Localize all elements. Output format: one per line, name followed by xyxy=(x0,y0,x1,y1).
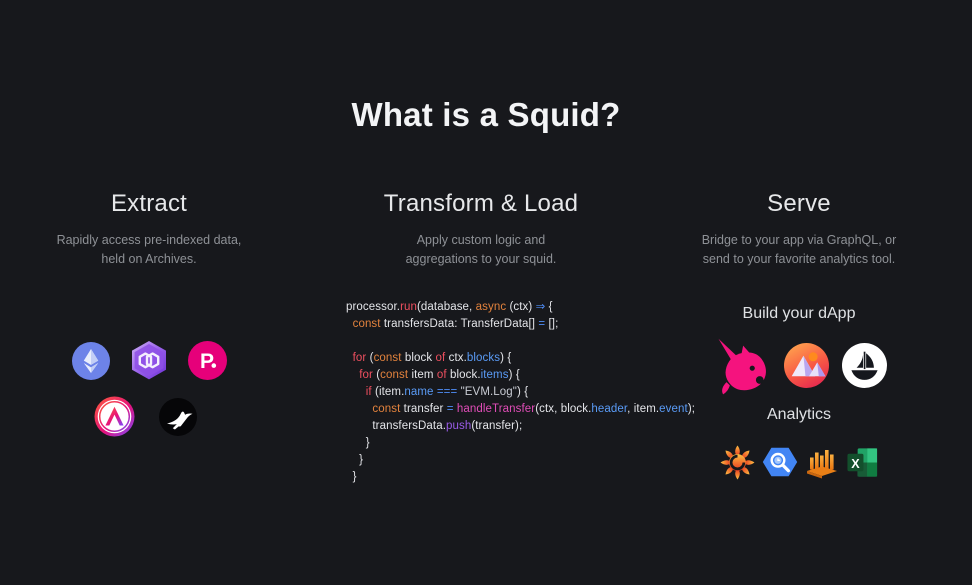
transform-column: Transform & Load Apply custom logic and … xyxy=(316,190,646,269)
polkadot-icon: P xyxy=(187,341,227,380)
serve-heading: Serve xyxy=(767,190,831,217)
serve-description: Bridge to your app via GraphQL, or send … xyxy=(701,233,897,266)
grafana-icon xyxy=(720,445,755,479)
serve-column: Serve Bridge to your app via GraphQL, or… xyxy=(663,190,935,269)
dapp-icons-row xyxy=(663,334,935,396)
bar-chart-platform-icon xyxy=(807,450,837,479)
transform-description: Apply custom logic and aggregations to y… xyxy=(405,233,557,266)
swallow-bird-icon xyxy=(158,397,197,436)
analytics-icons-row: X xyxy=(663,442,935,482)
analytics-section-label: Analytics xyxy=(766,406,832,423)
bigquery-icon xyxy=(762,447,798,477)
network-icons-row-1: P xyxy=(24,340,274,381)
extract-column: Extract Rapidly access pre-indexed data,… xyxy=(24,190,274,269)
network-icons-row-2 xyxy=(20,396,270,437)
polygon-icon xyxy=(131,341,166,380)
dapp-section-label: Build your dApp xyxy=(742,305,856,322)
pyramids-metaverse-icon xyxy=(784,342,829,388)
excel-icon: X xyxy=(847,447,878,477)
svg-text:X: X xyxy=(851,457,860,471)
extract-description: Rapidly access pre-indexed data, held on… xyxy=(56,233,242,266)
extract-heading: Extract xyxy=(110,190,188,217)
ethereum-icon xyxy=(71,341,110,380)
page-title: What is a Squid? xyxy=(351,96,621,134)
opensea-icon xyxy=(842,342,887,388)
uniswap-icon xyxy=(718,338,766,394)
transform-heading: Transform & Load xyxy=(383,190,579,217)
svg-text:P: P xyxy=(200,350,214,373)
code-block: processor.run(database, async (ctx) ⇒ { … xyxy=(346,301,696,483)
acala-icon xyxy=(94,396,134,437)
